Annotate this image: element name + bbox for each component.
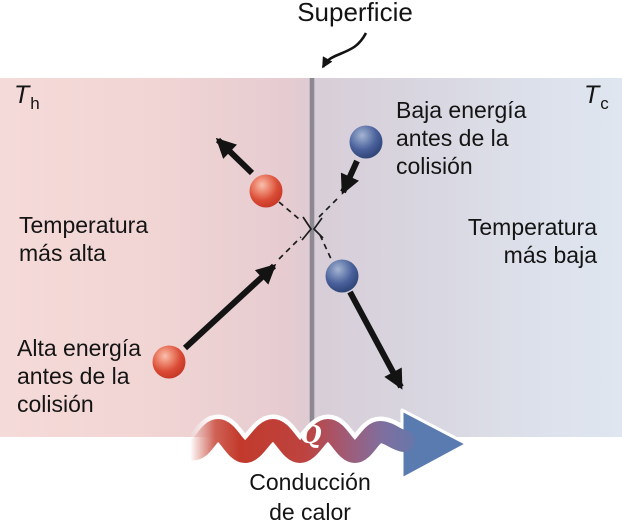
dashed-path-blue-incoming bbox=[318, 198, 338, 218]
red-molecule-rebound-arrow bbox=[215, 137, 255, 176]
surface-pointer-arrow bbox=[321, 32, 368, 69]
velocity-arrows bbox=[182, 137, 404, 390]
collision-trajectories bbox=[278, 198, 338, 262]
dashed-arrowhead-left-icon bbox=[312, 217, 324, 239]
high-energy-molecule-label: Alta energía antes de la colisión bbox=[17, 335, 142, 417]
t-cold-subscript: c bbox=[600, 94, 609, 113]
dashed-path-red-rebound bbox=[278, 201, 300, 220]
cold-region-label: Temperatura más baja bbox=[467, 214, 597, 268]
red-molecule-before-collision bbox=[152, 345, 186, 379]
surface-label: Superficie bbox=[297, 0, 413, 27]
dashed-path-red-incoming bbox=[278, 236, 302, 260]
blue-molecule-before-collision bbox=[349, 125, 383, 159]
blue-molecule-after-collision bbox=[325, 259, 359, 293]
heat-symbol-label: Q bbox=[300, 420, 322, 449]
dashed-path-blue-rebound bbox=[319, 234, 333, 262]
low-energy-molecule-label: Baja energía antes de la colisión bbox=[396, 97, 527, 179]
t-hot-subscript: h bbox=[30, 94, 40, 113]
hot-temperature-symbol: Th bbox=[14, 81, 40, 113]
red-molecule-incoming-arrow bbox=[182, 263, 277, 351]
t-hot-symbol: T bbox=[14, 81, 30, 109]
dashed-arrowhead-right-icon bbox=[301, 216, 313, 241]
heat-flow-arrow bbox=[176, 408, 469, 481]
blue-molecule-incoming-arrow bbox=[340, 159, 360, 195]
t-cold-symbol: T bbox=[584, 81, 600, 109]
blue-molecule-rebound-arrow bbox=[347, 290, 404, 390]
red-molecule-after-collision bbox=[249, 174, 283, 208]
heat-conduction-label: Conducción de calor bbox=[249, 469, 371, 525]
hot-region-label: Temperatura más alta bbox=[19, 212, 149, 266]
heat-arrow-wave bbox=[181, 418, 415, 464]
cold-temperature-symbol: Tc bbox=[584, 81, 609, 113]
surface-line bbox=[309, 78, 315, 437]
